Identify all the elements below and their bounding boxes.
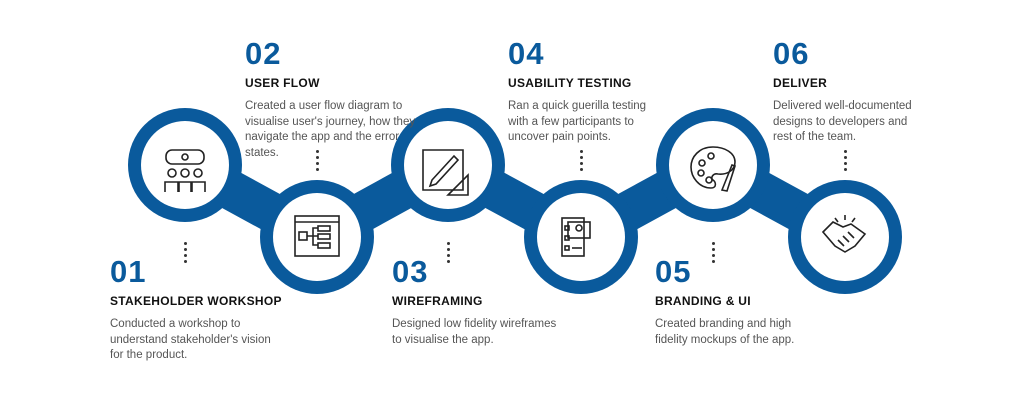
step-description: Delivered well-documented designs to dev… <box>773 100 912 143</box>
step-title: USER FLOW <box>245 76 320 90</box>
palette-icon <box>690 146 737 192</box>
step-02: 02 USER FLOW Created a user flow diagram… <box>245 38 445 161</box>
step-description: Designed low fidelity wireframes to visu… <box>392 318 557 346</box>
step-03: 03 WIREFRAMING Designed low fidelity wir… <box>392 256 592 348</box>
step-number: 05 <box>655 254 692 289</box>
step-06: 06 DELIVER Delivered well-documented des… <box>773 38 973 146</box>
step-04: 04 USABILITY TESTING Ran a quick guerill… <box>508 38 708 146</box>
flowchart-icon <box>294 215 340 257</box>
step-title: USABILITY TESTING <box>508 76 632 90</box>
step-title: DELIVER <box>773 76 828 90</box>
handshake-icon <box>821 215 867 253</box>
dotted-connector <box>316 150 319 174</box>
dotted-connector <box>712 242 715 266</box>
step-number: 02 <box>245 36 282 71</box>
step-description: Created a user flow diagram to visualise… <box>245 100 416 159</box>
ring-centers <box>141 121 889 281</box>
dotted-connector <box>447 242 450 266</box>
step-description: Created branding and high fidelity mocku… <box>655 318 795 346</box>
dotted-connector <box>184 242 187 266</box>
step-01: 01 STAKEHOLDER WORKSHOP Conducted a work… <box>110 256 310 364</box>
step-05: 05 BRANDING & UI Created branding and hi… <box>655 256 855 348</box>
dotted-connector <box>580 150 583 174</box>
blueprint-pencil-icon <box>422 149 469 196</box>
dotted-connector <box>844 150 847 174</box>
step-description: Ran a quick guerilla testing with a few … <box>508 100 647 143</box>
step-title: STAKEHOLDER WORKSHOP <box>110 294 282 308</box>
step-number: 01 <box>110 254 147 289</box>
workshop-icon <box>164 149 206 192</box>
step-number: 03 <box>392 254 429 289</box>
step-title: BRANDING & UI <box>655 294 751 308</box>
checklist-user-icon <box>561 217 591 257</box>
step-description: Conducted a workshop to understand stake… <box>110 318 271 361</box>
step-number: 06 <box>773 36 810 71</box>
step-title: WIREFRAMING <box>392 294 483 308</box>
step-number: 04 <box>508 36 545 71</box>
